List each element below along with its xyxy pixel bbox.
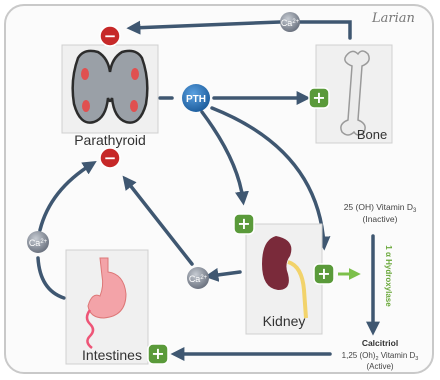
parathyroid-gland-icon bbox=[130, 100, 138, 112]
parathyroid-gland-icon bbox=[131, 68, 139, 80]
ca-ion-kidney: Ca2+ bbox=[187, 267, 209, 289]
intestines-label: Intestines bbox=[82, 347, 142, 363]
vitamin-active-status: (Active) bbox=[366, 362, 393, 371]
ca-ion-top: Ca2+ bbox=[280, 12, 300, 32]
arrow-ca-to-parathyroid-intestines bbox=[40, 164, 92, 230]
stimulate-sign-bone: + bbox=[309, 88, 329, 108]
svg-text:+: + bbox=[317, 264, 330, 283]
pth-node: PTH bbox=[182, 84, 210, 112]
calcitriol-label: Calcitriol bbox=[362, 338, 398, 348]
svg-text:−: − bbox=[104, 27, 117, 45]
kidney-label: Kidney bbox=[263, 313, 306, 329]
arrow-pth-to-kidney bbox=[202, 112, 243, 200]
stimulate-sign-intestines: + bbox=[148, 344, 168, 364]
arrow-intestines-to-ca bbox=[38, 258, 64, 298]
signature: Larian bbox=[371, 11, 415, 26]
inhibit-sign-bottom: − bbox=[100, 148, 120, 168]
ca-ion-left: Ca2+ bbox=[27, 231, 49, 253]
inhibit-sign-top: − bbox=[100, 26, 120, 46]
parathyroid-gland-icon bbox=[82, 100, 90, 112]
parathyroid-panel bbox=[62, 45, 158, 133]
svg-text:+: + bbox=[312, 88, 325, 107]
bone-label: Bone bbox=[357, 127, 387, 142]
stimulate-sign-kidney-top: + bbox=[234, 214, 254, 234]
parathyroid-label: Parathyroid bbox=[74, 132, 146, 148]
arrow-bone-to-ca bbox=[300, 22, 350, 38]
enzyme-label: 1 α Hydroxylase bbox=[384, 245, 393, 307]
vitamin-active-label: 1,25 (Oh)2 Vitamin D3 bbox=[342, 351, 419, 362]
stimulate-sign-kidney-right: + bbox=[314, 264, 334, 284]
svg-text:PTH: PTH bbox=[186, 94, 206, 105]
svg-text:+: + bbox=[151, 344, 164, 363]
parathyroid-gland-icon bbox=[81, 68, 89, 80]
arrow-kidney-to-ca bbox=[210, 272, 240, 276]
arrow-ca-to-parathyroid-top bbox=[132, 22, 280, 28]
svg-text:+: + bbox=[237, 214, 250, 233]
vitamin-inactive-status: (Inactive) bbox=[363, 214, 398, 224]
svg-text:−: − bbox=[104, 149, 117, 167]
vitamin-inactive-label: 25 (OH) Vitamin D3 bbox=[344, 202, 417, 214]
